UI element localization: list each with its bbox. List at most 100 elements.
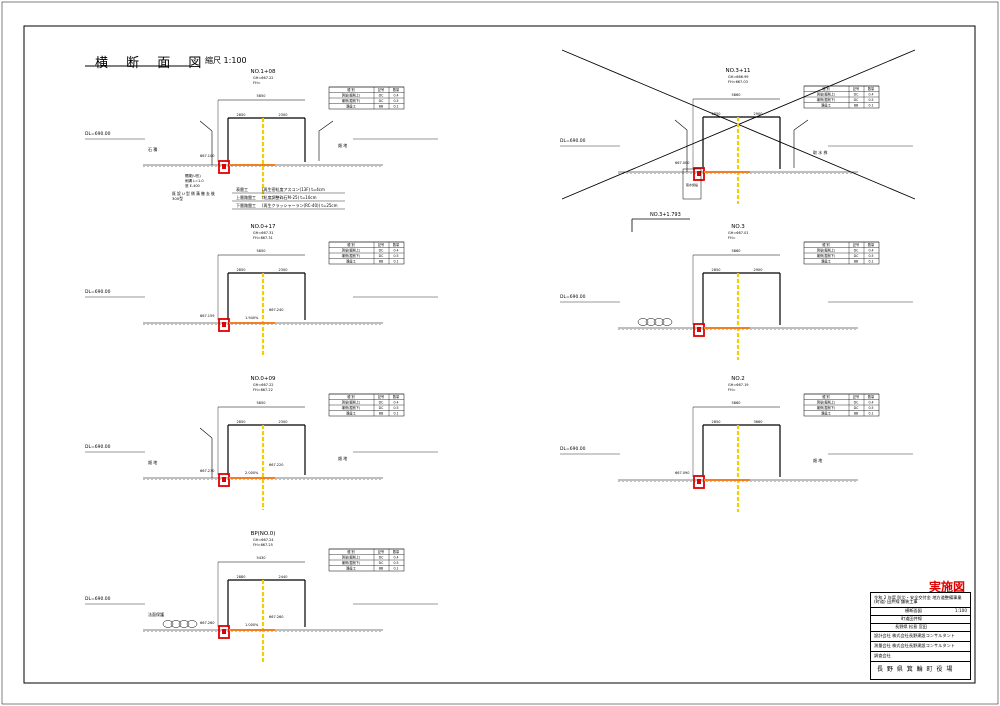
legend-cell: DC: [379, 406, 384, 410]
section-no0_17: NO.0+17GH=667.31FH=667.31DL=690.00585028…: [85, 224, 438, 355]
intake-label: 取水施設: [686, 182, 698, 187]
legend-cell: 0.1: [868, 412, 873, 416]
elev-right: 667.260: [269, 615, 283, 619]
legend-cell: DC: [854, 401, 859, 405]
section-gh: GH=666.99: [728, 75, 749, 79]
legend-header: 種 別: [347, 394, 354, 399]
culvert-note: 側溝 L=1.0: [185, 178, 204, 183]
section-name: NO.0+17: [250, 224, 276, 230]
legend-cell: 0.1: [393, 260, 398, 264]
legend-header: 数量: [868, 394, 875, 399]
legend-cell: 測量(掘削上): [342, 400, 360, 405]
culvert-box: [218, 318, 230, 332]
grade-label: 1.000%: [245, 623, 259, 627]
legend-header: 記号: [378, 87, 384, 92]
vegetation-shrub: [637, 318, 649, 326]
legend-cell: 補修(掘削下): [342, 560, 360, 565]
legend-cell: DC: [854, 254, 859, 258]
legend-cell: BB: [379, 260, 383, 264]
section-no0_09: NO.0+09GH=667.22FH=667.22DL=690.00585028…: [85, 376, 438, 510]
culvert-box: [218, 160, 230, 174]
width-total: 5850: [257, 94, 266, 98]
culvert-box: [693, 323, 705, 337]
width-right: 2300: [279, 420, 288, 424]
legend-cell: 路盤工: [821, 103, 831, 108]
width-right: 2300: [279, 268, 288, 272]
tb-design-row: 設計会社 株式会社長野建設コンサルタント: [871, 631, 970, 642]
section-gh: GH=667.22: [253, 76, 274, 80]
side-left: 石 積: [148, 146, 157, 152]
elev-label: 667.000: [675, 161, 689, 165]
tb-project-row: 令和 2 年度 防災・安全交付金 地方道整備事業 (町道) 田井線 舗装工事: [871, 593, 970, 608]
legend-cell: 0.4: [393, 94, 398, 98]
vegetation-shrub: [645, 318, 657, 326]
page-title: 横 断 面 図: [95, 56, 209, 71]
title-block: 令和 2 年度 防災・安全交付金 地方道整備事業 (町道) 田井線 舗装工事 横…: [870, 592, 971, 680]
section-dl: DL=690.00: [560, 294, 586, 300]
culvert-note: 底 E-400: [185, 183, 200, 188]
legend-cell: 0.1: [868, 104, 873, 108]
legend-cell: DC: [854, 406, 859, 410]
width-total: 5860: [732, 93, 741, 97]
legend-header: 数量: [393, 549, 400, 554]
pavement-note-value: (再生密粒度アスコン(13F) t=4cm: [262, 186, 325, 192]
legend-cell: 0.5: [393, 99, 398, 103]
section-name: BP(NO.0): [251, 531, 276, 537]
legend-cell: BB: [854, 260, 858, 264]
section-no3_11: NO.3+11GH=666.99FH=667.03DL=690.00586028…: [560, 68, 913, 204]
legend-cell: 補修(掘削下): [817, 97, 835, 102]
legend-header: 種 別: [822, 242, 829, 247]
retaining-wall-right: [318, 120, 334, 161]
section-dl: DL=690.00: [560, 138, 586, 144]
width-left: 2850: [712, 420, 721, 424]
culvert-box: [693, 167, 705, 181]
legend-cell: DC: [379, 401, 384, 405]
pavement-note-label: 表層工: [236, 186, 248, 192]
vegetation-shrub: [178, 620, 190, 628]
legend-header: 種 別: [347, 549, 354, 554]
tb-survey-row: 測量会社 株式会社長野建設コンサルタント: [871, 641, 970, 652]
section-name: NO.3+11: [725, 68, 750, 74]
width-left: 2850: [237, 113, 246, 117]
section-fh: FH=: [728, 236, 736, 240]
culvert-box: [693, 475, 705, 489]
legend-cell: DC: [854, 98, 859, 102]
width-right: 2900: [754, 112, 763, 116]
section-fh: FH=667.31: [253, 236, 273, 240]
width-total: 5860: [732, 249, 741, 253]
culvert-core: [222, 164, 226, 169]
legend-cell: 0.5: [393, 561, 398, 565]
legend-header: 記号: [378, 394, 384, 399]
section-dl: DL=690.00: [85, 131, 111, 137]
section-gh: GH=667.31: [253, 231, 274, 235]
vegetation-shrub: [661, 318, 673, 326]
section-dl: DL=690.00: [560, 446, 586, 452]
legend-header: 数量: [868, 86, 875, 91]
legend-header: 種 別: [822, 394, 829, 399]
section-gh: GH=667.24: [253, 538, 274, 542]
legend-cell: 0.4: [868, 401, 873, 405]
width-total: 5850: [257, 401, 266, 405]
legend-header: 数量: [393, 242, 400, 247]
legend-header: 記号: [853, 86, 859, 91]
legend-cell: 路盤工: [346, 411, 356, 416]
vegetation-shrub: [170, 620, 182, 628]
legend-cell: 路盤工: [346, 566, 356, 571]
legend-cell: 路盤工: [346, 104, 356, 109]
legend-cell: 0.4: [393, 556, 398, 560]
legend-header: 数量: [868, 242, 875, 247]
side-right: 畑 地: [338, 142, 347, 148]
elev-right: 667.240: [269, 308, 283, 312]
tb-road-row: 町道田井線: [871, 615, 970, 624]
retaining-wall-left: [199, 427, 213, 478]
legend-cell: 測量(掘削上): [817, 248, 835, 253]
width-left: 2850: [237, 420, 246, 424]
width-total: 5860: [732, 401, 741, 405]
legend-cell: DC: [854, 249, 859, 253]
legend-cell: DC: [379, 254, 384, 258]
sheet-border: [23, 25, 976, 684]
